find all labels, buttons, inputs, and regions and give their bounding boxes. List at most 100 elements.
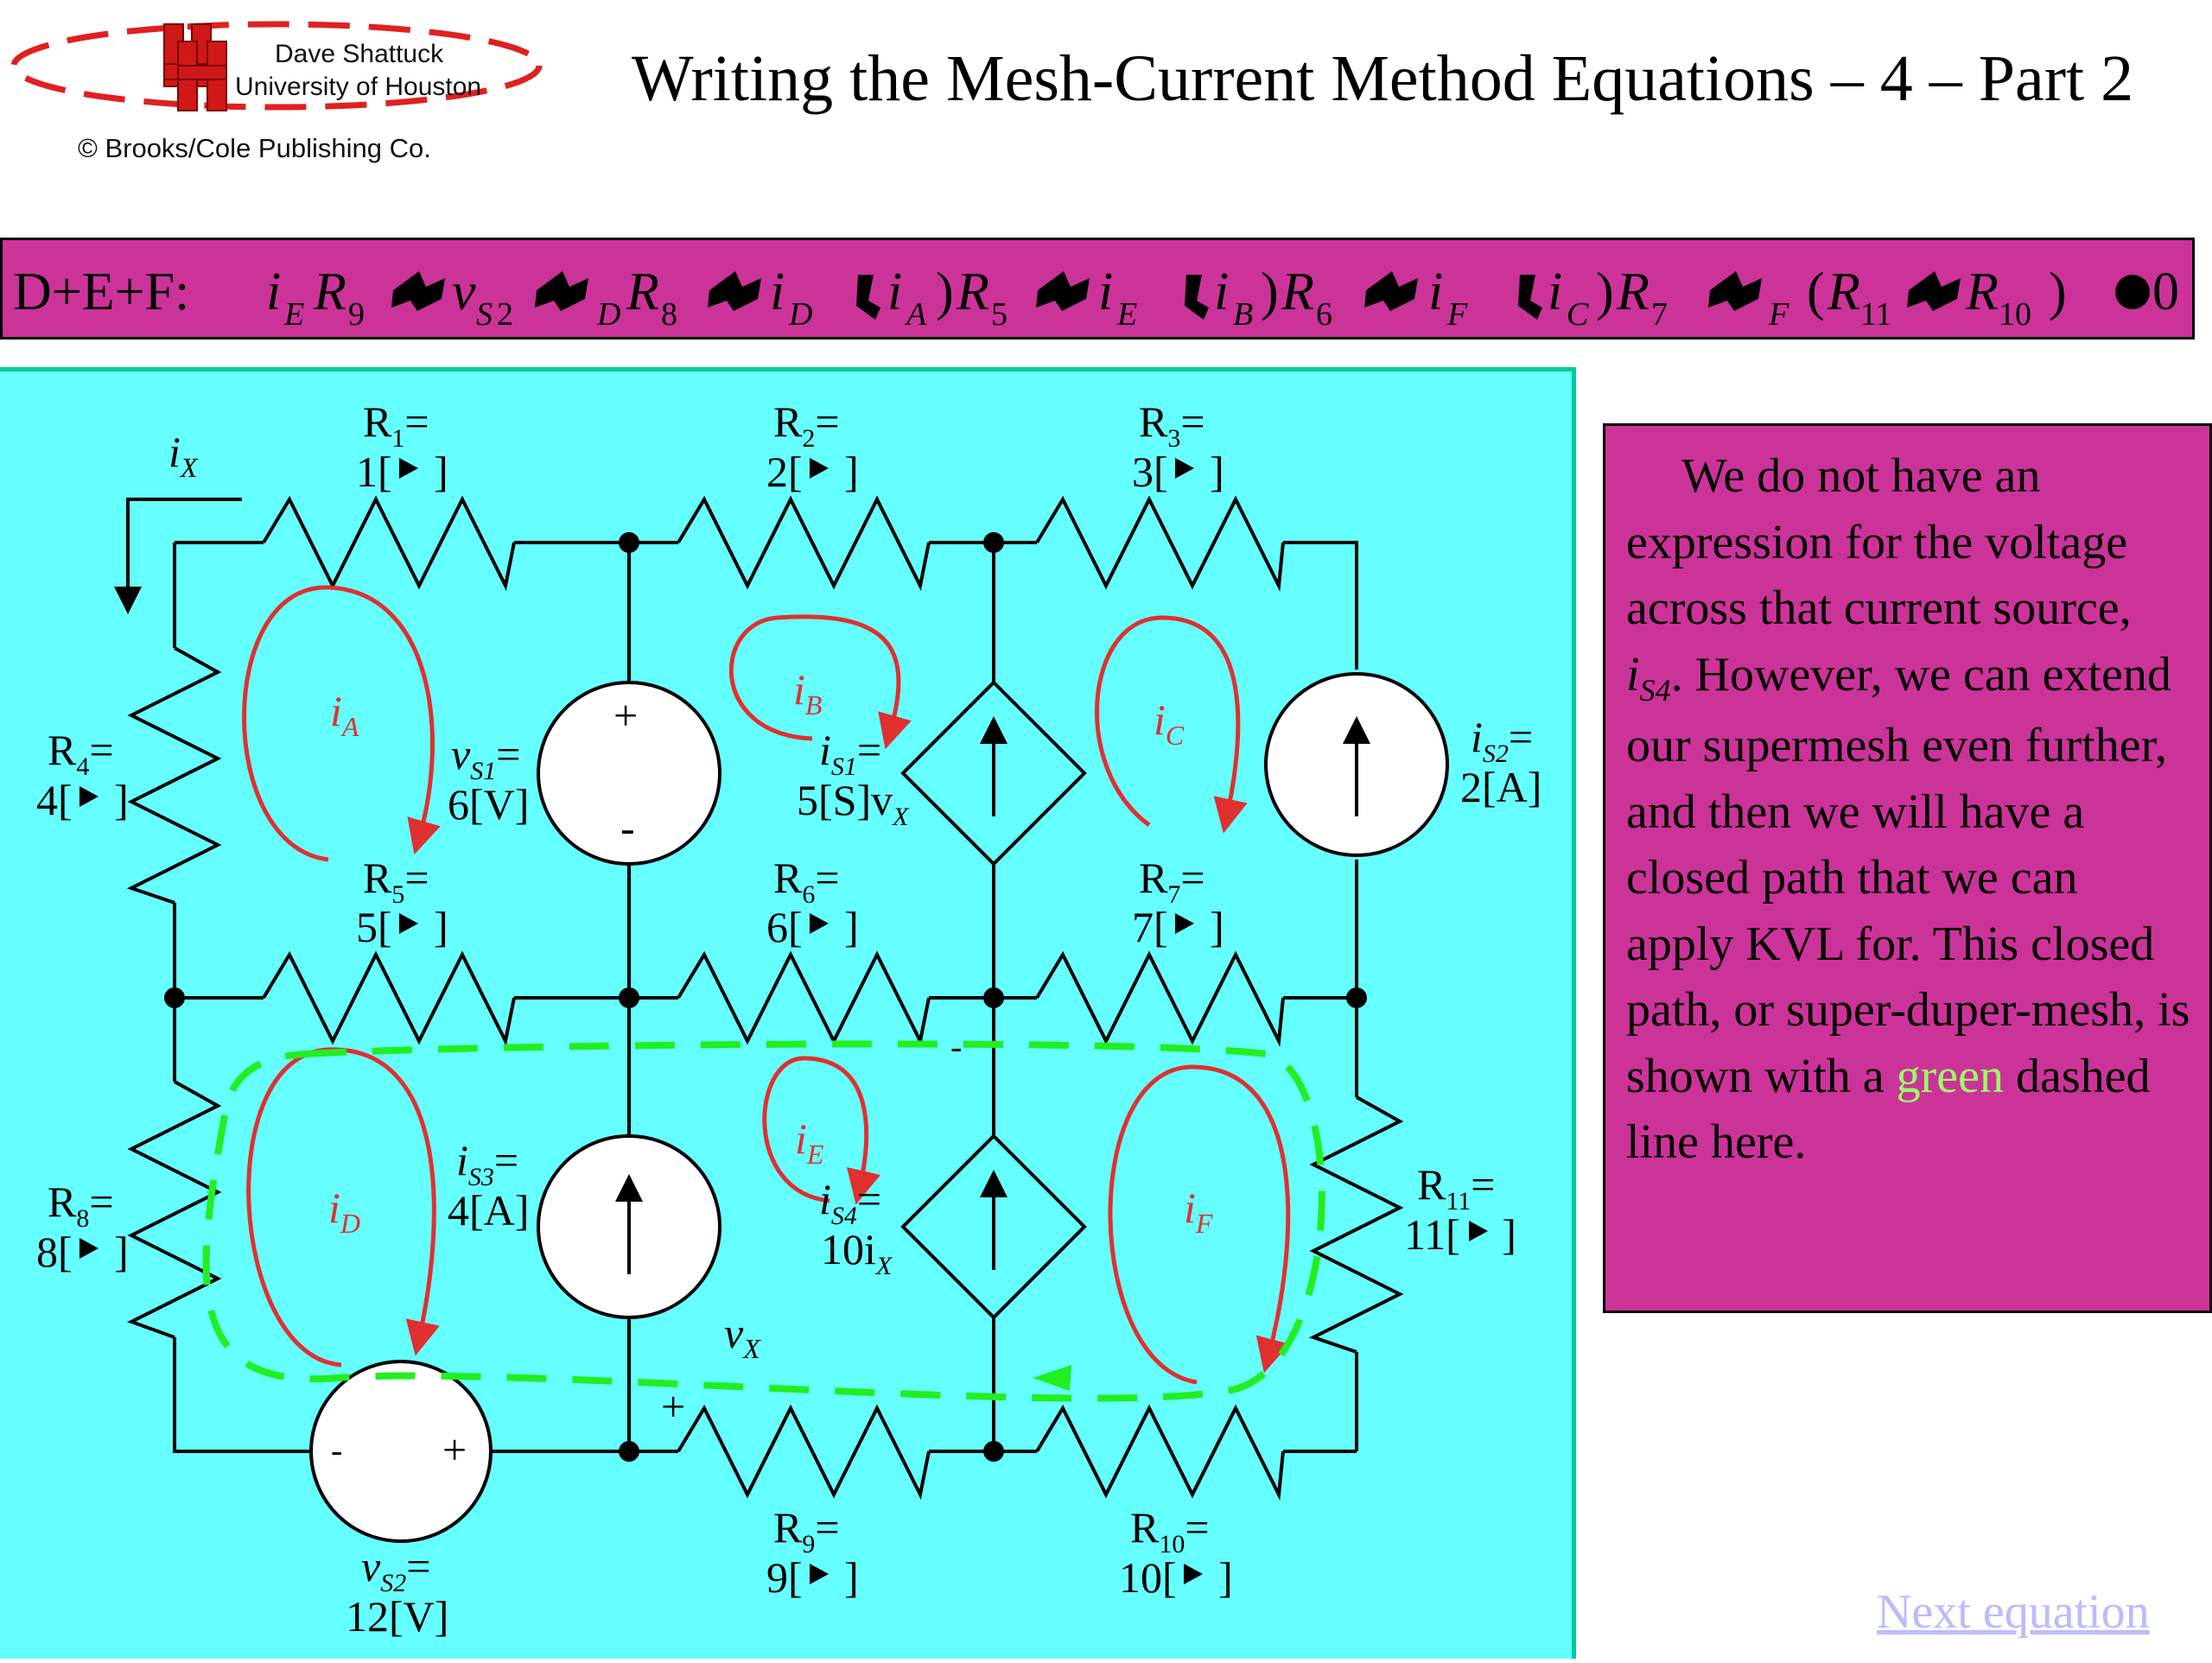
svg-text:6[ ]: 6[ ] xyxy=(766,903,859,951)
resistor-r5 xyxy=(262,950,516,1047)
svg-text:R4=: R4= xyxy=(48,726,114,781)
voltage-source-vs1 xyxy=(537,681,721,866)
svg-text:R: R xyxy=(1616,263,1649,321)
next-equation-link[interactable]: Next equation xyxy=(1877,1585,2150,1639)
is2-value: 2[A] xyxy=(1460,763,1541,811)
logo-block: Dave Shattuck University of Houston © Br… xyxy=(0,0,570,181)
circuit-nodes xyxy=(164,532,1367,1462)
svg-text:R7=: R7= xyxy=(1139,854,1205,909)
svg-text:8: 8 xyxy=(661,296,677,333)
svg-text:F: F xyxy=(1768,296,1789,333)
r3-label: R xyxy=(1139,397,1168,446)
is1-value: 5[S]v xyxy=(797,776,893,824)
ix-arrow-icon xyxy=(114,498,242,614)
r9-label: R xyxy=(773,1503,803,1552)
circuit-panel: R1= 1[ ] R2= 2[ ] R3= 3[ ] R4= 4[ ] R5= … xyxy=(0,367,1576,1659)
svg-text:i: i xyxy=(1214,263,1229,321)
svg-text:iC: iC xyxy=(1154,695,1185,751)
svg-text:E: E xyxy=(283,296,304,333)
mesh-arrow-a xyxy=(242,585,441,862)
ohm-glyph-icon xyxy=(1184,1564,1203,1584)
r9-value: 9[ xyxy=(766,1553,803,1602)
svg-text:A: A xyxy=(904,296,927,333)
svg-text:i: i xyxy=(887,263,902,321)
svg-text:): ) xyxy=(1261,263,1279,321)
svg-text:2: 2 xyxy=(497,296,513,333)
resistor-r6 xyxy=(677,950,931,1047)
svg-text:R: R xyxy=(1827,263,1860,321)
svg-text:R: R xyxy=(313,263,346,321)
is1-label: i xyxy=(819,726,831,774)
r2-label: R xyxy=(773,397,803,446)
resistor-r8 xyxy=(126,1080,222,1339)
vs1-value: 6[V] xyxy=(448,780,529,828)
r8-label: R xyxy=(48,1177,77,1226)
svg-text:D: D xyxy=(788,296,812,333)
page-title: Writing the Mesh-Current Method Equation… xyxy=(631,42,2134,115)
r6-label: R xyxy=(773,854,803,902)
svg-text:2[ ]: 2[ ] xyxy=(766,447,859,496)
r10-value: 10[ xyxy=(1119,1553,1177,1602)
is3-value: 4[A] xyxy=(448,1186,529,1235)
svg-text:10[ ]: 10[ ] xyxy=(1119,1553,1233,1602)
garbled-operator-icon xyxy=(535,271,588,311)
svg-text:iA: iA xyxy=(330,687,359,742)
r1-label: R xyxy=(363,397,392,446)
r4-value: 4[ xyxy=(36,776,73,824)
r5-label: R xyxy=(363,854,392,902)
vs1-plus: + xyxy=(613,691,638,739)
svg-text:R: R xyxy=(626,263,659,321)
svg-text:R5=: R5= xyxy=(363,854,429,909)
explanation-note: We do not have an expression for the vol… xyxy=(1603,423,2212,1313)
r11-value: 11[ xyxy=(1404,1210,1460,1259)
garbled-operator-icon xyxy=(1907,271,1961,311)
svg-text:iS1=: iS1= xyxy=(819,726,881,781)
svg-text:5[ ]: 5[ ] xyxy=(356,903,448,951)
circuit-wires xyxy=(173,541,1358,1453)
r7-label: R xyxy=(1139,854,1168,902)
logo-author: Dave Shattuck xyxy=(275,40,444,68)
supermesh-path xyxy=(202,1040,1325,1402)
ohm-glyph-icon xyxy=(79,1238,99,1259)
svg-text:v: v xyxy=(452,263,476,321)
garbled-operator-icon xyxy=(708,271,761,311)
uh-logo-icon xyxy=(10,21,543,111)
ohm-glyph-icon xyxy=(399,913,418,934)
svg-text:R10=: R10= xyxy=(1130,1503,1210,1558)
svg-text:4[ ]: 4[ ] xyxy=(36,776,129,824)
mesh-arrow-b xyxy=(728,614,912,750)
svg-text:iS2=: iS2= xyxy=(1471,713,1533,768)
svg-text:1[ ]: 1[ ] xyxy=(356,447,448,496)
svg-text:10iX: 10iX xyxy=(821,1225,893,1280)
vx-label: v xyxy=(724,1309,744,1357)
mesh-arrow-e xyxy=(762,1056,880,1205)
resistor-r7 xyxy=(1035,950,1285,1048)
svg-text:6: 6 xyxy=(1316,296,1332,333)
note-symbol-sub: S4 xyxy=(1639,672,1671,708)
svg-text:i: i xyxy=(770,263,785,321)
dependent-source-is1 xyxy=(900,680,1087,866)
svg-text:8[ ]: 8[ ] xyxy=(36,1228,129,1276)
resistor-r11 xyxy=(1308,1095,1404,1354)
r11-label: R xyxy=(1417,1160,1446,1209)
svg-text:C: C xyxy=(1567,296,1589,333)
garbled-operator-icon xyxy=(1036,271,1090,311)
voltage-source-vs2 xyxy=(309,1360,493,1543)
circuit-diagram: R1= 1[ ] R2= 2[ ] R3= 3[ ] R4= 4[ ] R5= … xyxy=(36,397,1541,1641)
svg-text:): ) xyxy=(936,263,954,321)
mesh-label-e: i xyxy=(795,1114,807,1163)
svg-text:9[ ]: 9[ ] xyxy=(766,1553,859,1602)
mesh-label-a: i xyxy=(330,687,342,735)
equals-glyph-icon xyxy=(2115,275,2150,309)
vx-minus: - xyxy=(950,1027,962,1066)
svg-text:7: 7 xyxy=(1651,296,1668,333)
resistor-r3 xyxy=(1035,495,1285,593)
svg-text:9: 9 xyxy=(348,296,365,333)
svg-text:R: R xyxy=(1281,263,1314,321)
svg-text:R: R xyxy=(1965,263,1999,321)
note-symbol: i xyxy=(1626,647,1640,701)
vs2-plus: + xyxy=(442,1425,467,1474)
mesh-label-b: i xyxy=(793,665,805,714)
garbled-operator-icon xyxy=(391,271,445,311)
note-green-word: green xyxy=(1896,1049,2005,1103)
